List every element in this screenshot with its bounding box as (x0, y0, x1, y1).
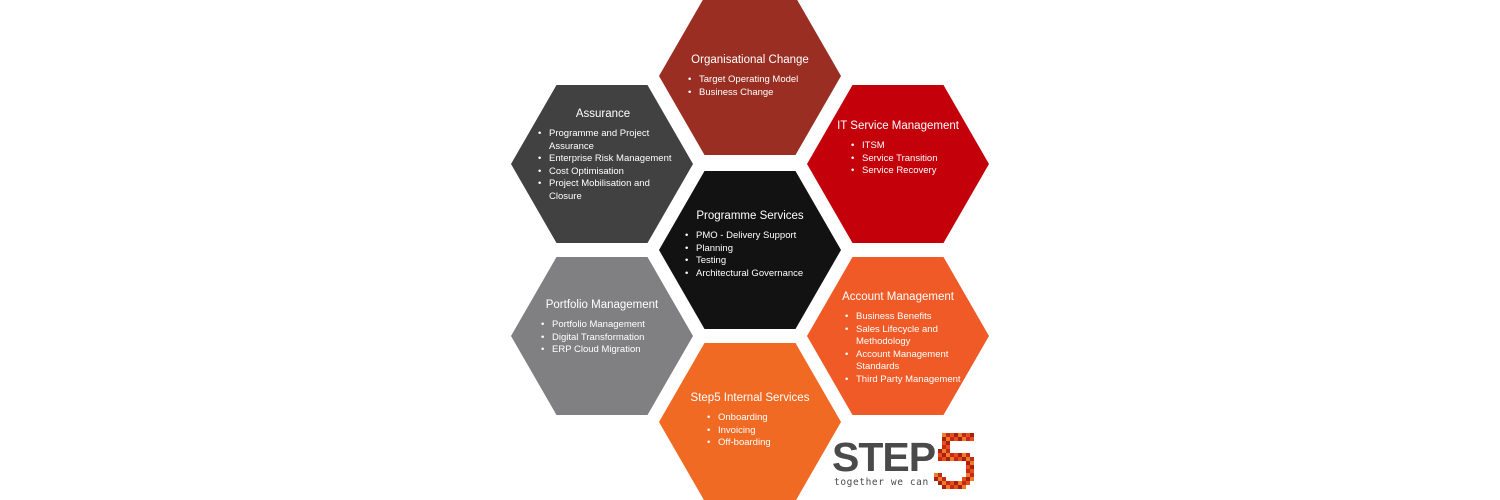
list-item: Account Management Standards (844, 349, 976, 374)
list-item: Project Mobilisation and Closure (537, 178, 683, 203)
portfolio-management-title: Portfolio Management (545, 299, 659, 311)
list-item: Business Change (687, 87, 841, 100)
assurance-title: Assurance (575, 108, 631, 120)
list-item: Programme and Project Assurance (537, 128, 683, 153)
it-service-management-list: ITSM Service Transition Service Recovery (850, 140, 966, 178)
organisational-change-list: Target Operating Model Business Change (687, 74, 841, 99)
list-item: ERP Cloud Migration (540, 344, 683, 357)
logo-tagline: together we can (834, 477, 929, 488)
list-item: Planning (684, 243, 836, 256)
account-management-list: Business Benefits Sales Lifecycle and Me… (844, 311, 976, 387)
it-service-management-content: IT Service Management ITSM Service Trans… (830, 119, 966, 178)
list-item: Service Recovery (850, 165, 966, 178)
step5-internal-services-title: Step5 Internal Services (690, 392, 810, 404)
list-item: Architectural Governance (684, 268, 836, 281)
programme-services-title: Programme Services (696, 210, 804, 222)
step5-logo: STEP together we can (832, 433, 982, 495)
logo-numeral-five (934, 433, 974, 489)
list-item: Digital Transformation (540, 332, 683, 345)
list-item: Off-boarding (706, 437, 836, 450)
account-management-title: Account Management (842, 291, 954, 303)
list-item: ITSM (850, 140, 966, 153)
list-item: Cost Optimisation (537, 166, 683, 179)
list-item: Target Operating Model (687, 74, 841, 87)
portfolio-management-content: Portfolio Management Portfolio Managemen… (521, 298, 683, 357)
assurance-content: Assurance Programme and Project Assuranc… (523, 107, 683, 204)
portfolio-management-list: Portfolio Management Digital Transformat… (540, 319, 683, 357)
organisational-change-title: Organisational Change (691, 54, 809, 66)
list-item: Invoicing (706, 425, 836, 438)
assurance-list: Programme and Project Assurance Enterpri… (537, 128, 683, 204)
list-item: Sales Lifecycle and Methodology (844, 324, 976, 349)
list-item: Third Party Management (844, 374, 976, 387)
list-item: Onboarding (706, 412, 836, 425)
list-item: Testing (684, 255, 836, 268)
list-item: Business Benefits (844, 311, 976, 324)
account-management-content: Account Management Business Benefits Sal… (820, 290, 976, 387)
step5-internal-services-list: Onboarding Invoicing Off-boarding (706, 412, 836, 450)
logo-wordmark: STEP (832, 434, 936, 480)
programme-services-content: Programme Services PMO - Delivery Suppor… (664, 209, 836, 280)
list-item: Enterprise Risk Management (537, 153, 683, 166)
list-item: Service Transition (850, 153, 966, 166)
programme-services-list: PMO - Delivery Support Planning Testing … (684, 230, 836, 280)
list-item: PMO - Delivery Support (684, 230, 836, 243)
list-item: Portfolio Management (540, 319, 683, 332)
step5-internal-services-content: Step5 Internal Services Onboarding Invoi… (664, 391, 836, 450)
it-service-management-title: IT Service Management (837, 120, 959, 132)
organisational-change-content: Organisational Change Target Operating M… (659, 53, 841, 99)
